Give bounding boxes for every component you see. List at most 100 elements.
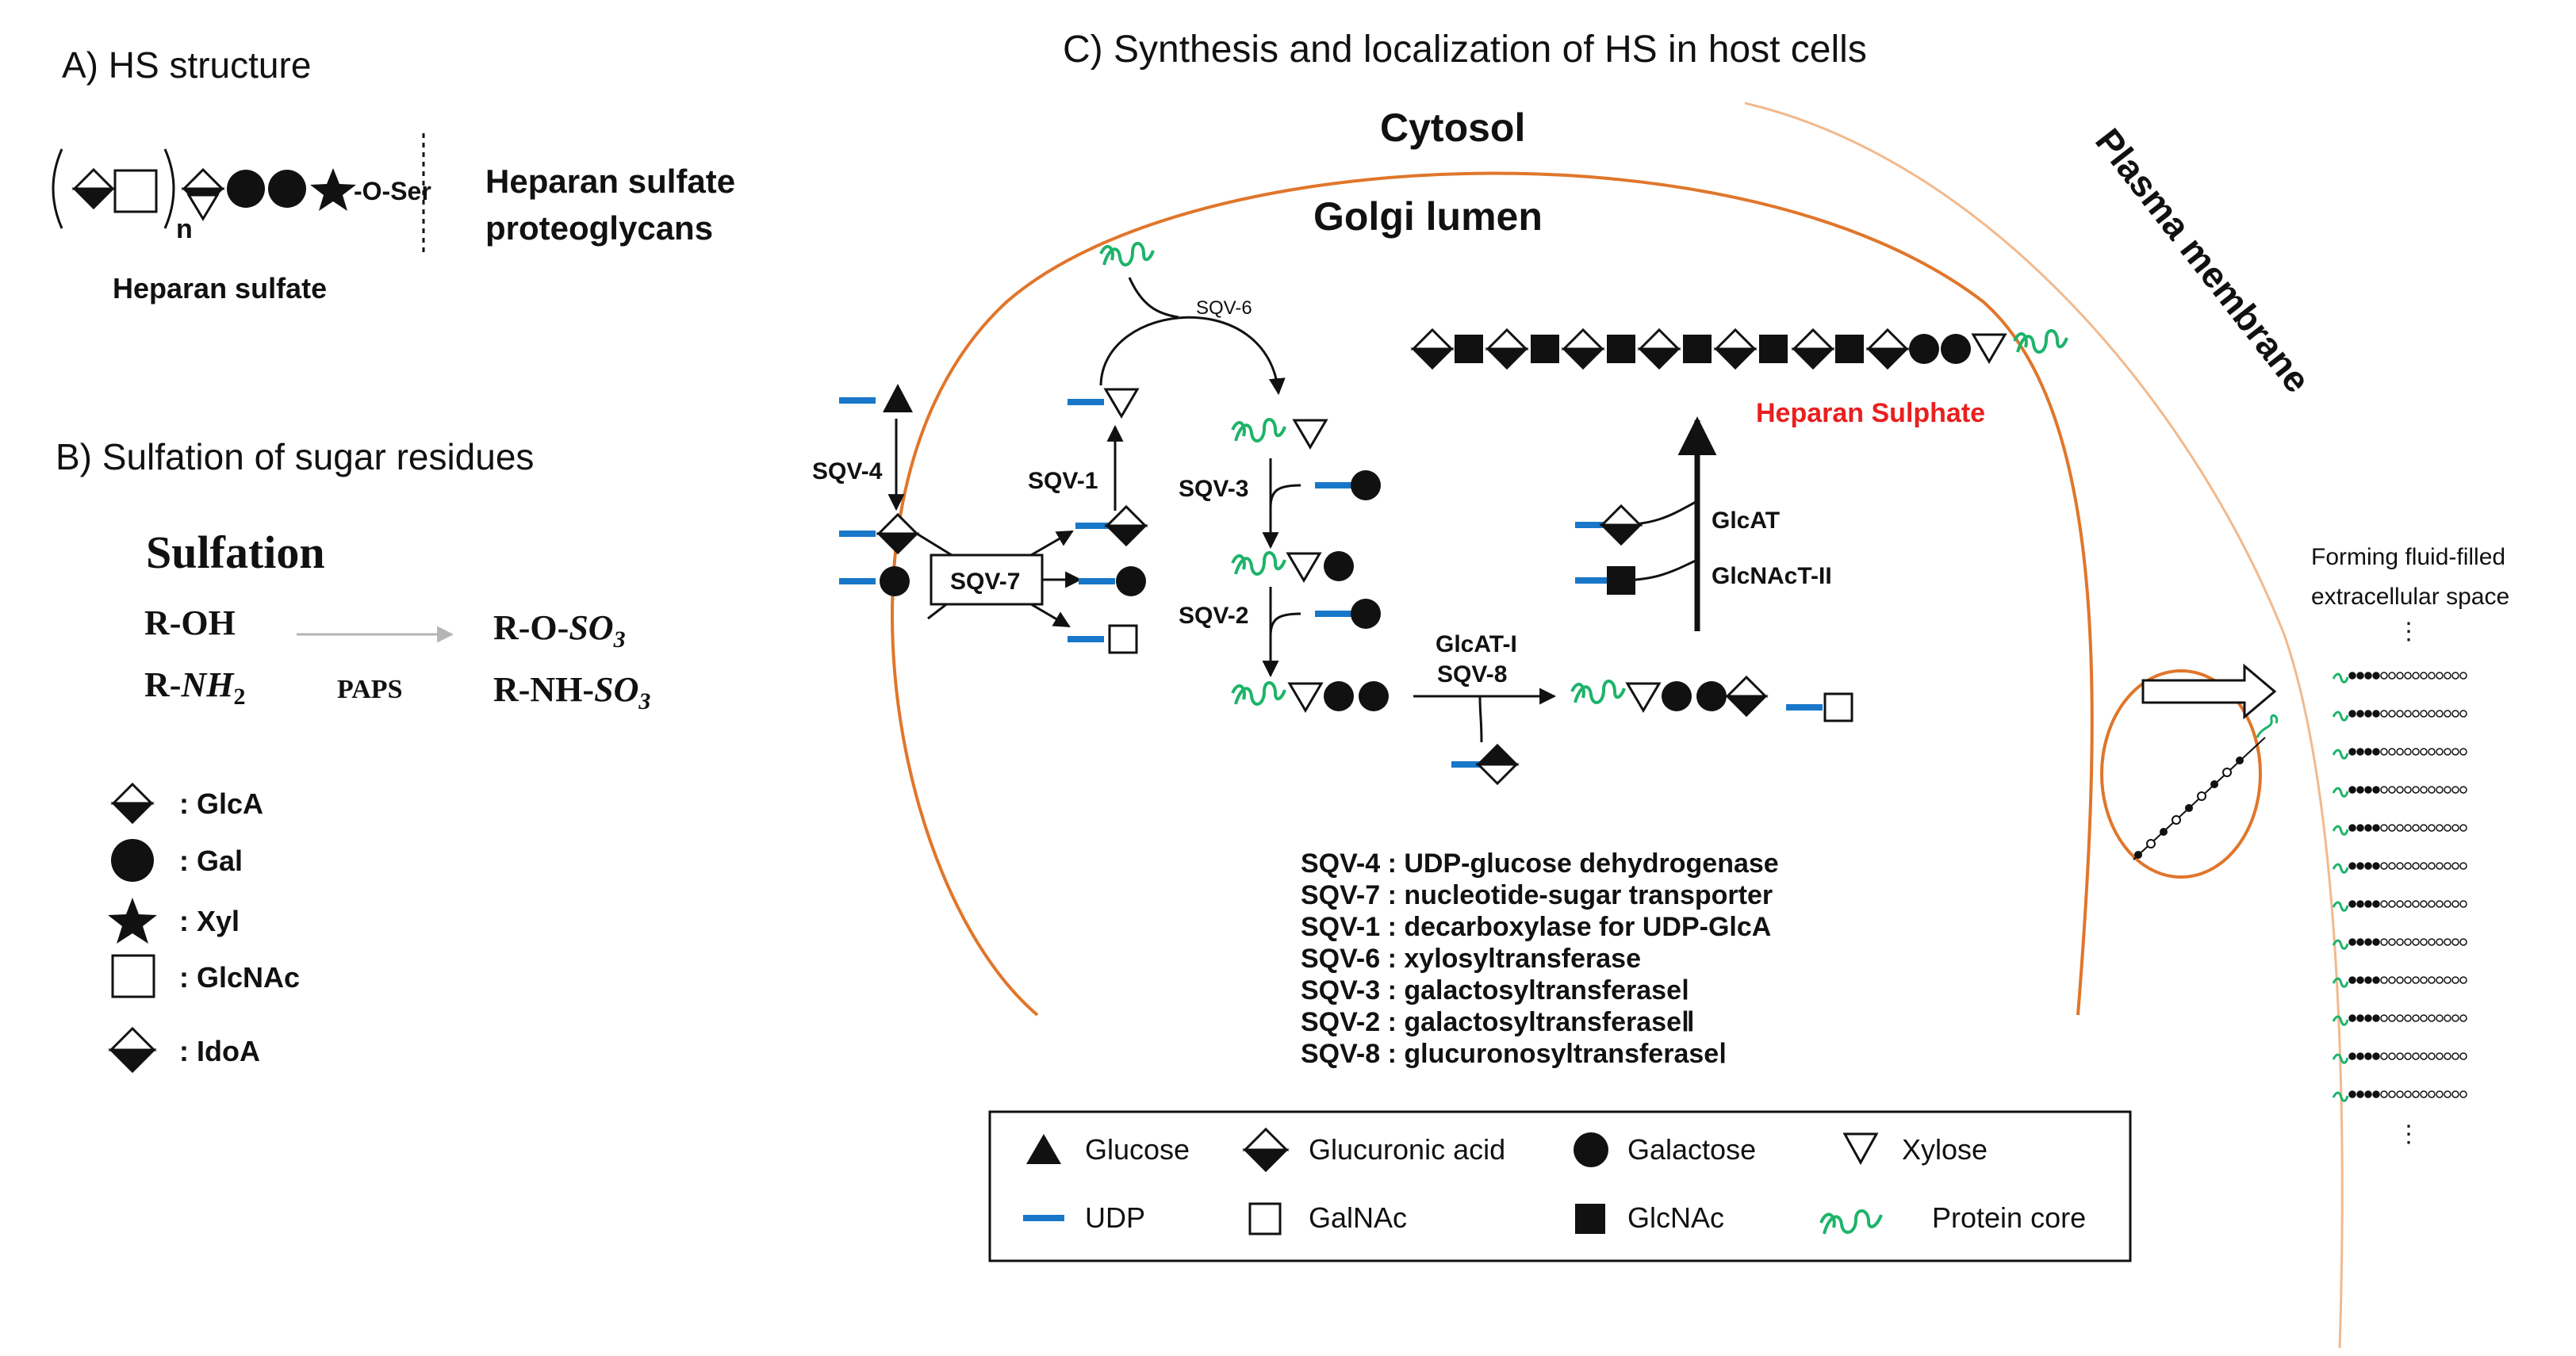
- extracellular-hs-chain: [2332, 1052, 2467, 1064]
- enzyme-sqv6: SQV-6 : xylosyltransferase: [1301, 944, 1641, 974]
- vesicle-hs-chain: [2133, 714, 2279, 860]
- linker-gal-1: [227, 170, 265, 208]
- sqv2-gal: [1351, 599, 1381, 629]
- legend-glca: : GlcA: [179, 787, 263, 820]
- sqv7-out-galnac: [1030, 603, 1071, 628]
- udp-xyl-sugar: [1104, 388, 1139, 418]
- sqv3-udp: [1315, 482, 1351, 488]
- legend-idoa: : IdoA: [179, 1035, 260, 1067]
- protein-core-input: [1099, 241, 1155, 267]
- protein-xylgal-gal: [1324, 551, 1354, 581]
- forming-line2: extracellular space: [2311, 584, 2509, 610]
- legend-glucuronic-acid: Glucuronic acid: [1309, 1133, 1505, 1166]
- legend-glcnac: GlcNAc: [1627, 1201, 1724, 1234]
- sqv2-udp: [1315, 611, 1351, 617]
- glucuronic-acid-icon: [1242, 1127, 1290, 1173]
- protein-xylgal-core: [1231, 550, 1286, 576]
- enzyme-sqv8: SQV-8 : glucuronosyltransferaseⅠ: [1301, 1039, 1727, 1069]
- legend-glcnac: : GlcNAc: [179, 961, 300, 994]
- legend-galactose: Galactose: [1627, 1133, 1756, 1166]
- panel-a-title: A) HS structure: [62, 44, 311, 86]
- oser-label: -O-Ser: [354, 177, 431, 205]
- sulfation-heading: Sulfation: [146, 527, 325, 578]
- xylose-icon: [1842, 1132, 1879, 1166]
- sqv3-label: SQV-3: [1179, 476, 1248, 502]
- xyl-icon: [108, 898, 157, 944]
- linker-xyl-star: [310, 168, 356, 211]
- plasma-label: Plasma membrane: [2087, 121, 2318, 400]
- hspg-line2: proteoglycans: [485, 209, 713, 247]
- enzyme-sqv4: SQV-4 : UDP-glucose dehydrogenase: [1301, 848, 1779, 879]
- legend-xylose: Xylose: [1902, 1133, 1988, 1166]
- plasma-membrane-line: [1744, 102, 2344, 1349]
- linker-xylgalgal-gal1: [1324, 681, 1354, 711]
- extracellular-hs-chain: [2332, 748, 2467, 760]
- extracellular-hs-chains: [2332, 672, 2467, 1102]
- cytosol-label: Cytosol: [1380, 105, 1525, 150]
- enzyme-sqv3: SQV-3 : galactosyltransferaseⅠ: [1301, 975, 1689, 1006]
- tetrasaccharide-glca: [1726, 676, 1767, 717]
- tetrasaccharide-gal2: [1696, 681, 1727, 711]
- ellipsis-top: ⋮: [2397, 619, 2421, 645]
- sqv8-glca: [1477, 744, 1518, 785]
- bracket-left: [52, 148, 63, 229]
- sqv6-label: SQV-6: [1196, 297, 1252, 319]
- udp-gal-udp: [839, 578, 876, 584]
- repeat-n: n: [176, 214, 193, 244]
- extracellular-hs-chain: [2332, 1090, 2467, 1102]
- glcnac-filled-icon: [1575, 1204, 1605, 1234]
- lumen-udp-glca-sugar: [1106, 505, 1147, 546]
- glcnac-icon: [111, 954, 155, 998]
- product-rnhso3: R-NH-SO3: [493, 670, 650, 714]
- udp-glca-sugar: [877, 513, 918, 554]
- enzyme-sqv2: SQV-2 : galactosyltransferaseⅡ: [1301, 1007, 1695, 1037]
- galnac-icon: [1248, 1202, 1282, 1235]
- protein-core-icon: [1819, 1209, 1883, 1235]
- forming-line1: Forming fluid-filled: [2311, 544, 2505, 570]
- sqv4-label: SQV-4: [812, 458, 883, 485]
- panel-c-title: C) Synthesis and localization of HS in h…: [1063, 29, 1867, 71]
- linker-gal-2: [268, 170, 306, 208]
- legend-gal: : Gal: [179, 845, 243, 877]
- protein-xyl-xyl: [1293, 419, 1328, 449]
- bracket-right: [163, 148, 175, 229]
- sqv3-donor: [1269, 484, 1301, 508]
- ellipsis-bottom: ⋮: [2397, 1121, 2421, 1147]
- extracellular-hs-chain: [2332, 900, 2467, 912]
- legend-box: [988, 1110, 2132, 1262]
- sqv6-in: [1128, 277, 1179, 319]
- extracellular-hs-chain: [2332, 824, 2467, 836]
- glca-symbol: [73, 168, 114, 209]
- sqv1-label: SQV-1: [1028, 468, 1098, 494]
- udp-gal-sugar: [880, 566, 910, 596]
- panel-b-title: B) Sulfation of sugar residues: [56, 436, 534, 477]
- legend-galnac: GalNAc: [1309, 1201, 1407, 1234]
- protein-xyl-core: [1231, 417, 1286, 443]
- udp-xyl-udp: [1068, 399, 1104, 405]
- sqv8-label: SQV-8: [1437, 661, 1507, 688]
- glcnact-glcnac: [1607, 566, 1635, 595]
- linker-xylgalgal-xyl: [1288, 682, 1323, 712]
- lumen-udp-galnac-udp: [1068, 636, 1104, 642]
- hs-label: Heparan sulfate: [113, 272, 327, 305]
- glcat-glca: [1600, 504, 1642, 546]
- udp-glca-udp: [839, 531, 876, 537]
- enzyme-sqv1: SQV-1 : decarboxylase for UDP-GlcA: [1301, 912, 1771, 942]
- sqv8-donor: [1478, 695, 1483, 743]
- extracellular-hs-chain: [2332, 976, 2467, 988]
- product-roso3: R-O-SO3: [493, 608, 626, 653]
- glcat-i-label: GlcAT-I: [1436, 631, 1517, 657]
- sqv2-donor: [1269, 612, 1301, 637]
- glca-icon: [112, 783, 153, 824]
- panel-a: A) HS structure n -O-Ser Heparan sulfate…: [52, 44, 735, 305]
- glcnact-label: GlcNAcT-II: [1712, 563, 1832, 589]
- extracellular-hs-chain: [2332, 862, 2467, 874]
- idoa-icon: [108, 1026, 157, 1074]
- protein-xylgal-xyl: [1286, 552, 1321, 582]
- legend-xyl: : Xyl: [179, 905, 240, 937]
- extracellular-hs-chain: [2332, 1014, 2467, 1026]
- golgi-membrane: [891, 171, 2094, 1017]
- free-udp-galnac-udp: [1786, 704, 1823, 711]
- galactose-icon: [1574, 1132, 1608, 1167]
